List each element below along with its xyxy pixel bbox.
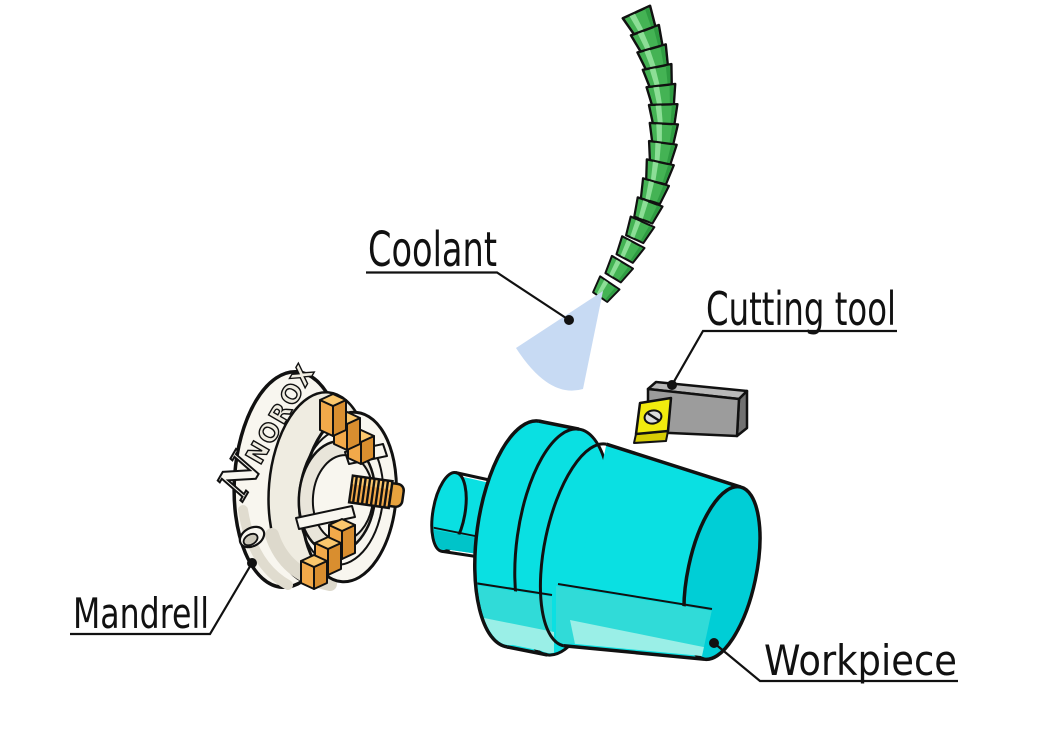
coolant-label: Coolant bbox=[368, 222, 497, 278]
mandrell-leader-line bbox=[70, 562, 253, 636]
chuck-jaw-bottom bbox=[300, 518, 356, 590]
coolant-leader-dot bbox=[564, 315, 574, 325]
thread-ribs bbox=[351, 476, 390, 508]
annotation-cutting-tool: Cutting tool bbox=[667, 282, 897, 390]
cutting-tool-leader-line bbox=[671, 329, 897, 386]
workpiece bbox=[428, 419, 762, 662]
coolant-hose bbox=[589, 4, 680, 305]
chuck-mandrell: N NOROX bbox=[206, 358, 405, 591]
workpiece-cylinder-reflection-line bbox=[557, 583, 713, 610]
thread-tip bbox=[387, 481, 405, 509]
coolant-spray-cone bbox=[516, 291, 603, 391]
jaw-cube bbox=[300, 554, 328, 590]
cutting-tool-label: Cutting tool bbox=[706, 282, 896, 336]
jaw-guide-slot-bottom bbox=[295, 505, 356, 530]
mandrell-label: Mandrell bbox=[73, 589, 209, 638]
workpiece-cylinder-pale-band bbox=[570, 620, 726, 656]
workpiece-label: Workpiece bbox=[764, 636, 957, 685]
annotations: Coolant Cutting tool Mandrell Workpiece bbox=[70, 222, 958, 685]
coolant-leader-line bbox=[366, 271, 570, 321]
chuck-thread-stud bbox=[347, 474, 405, 510]
workpiece-cylinder-base-arc bbox=[538, 442, 607, 648]
workpiece-cylinder bbox=[538, 442, 762, 662]
annotation-mandrell: Mandrell bbox=[70, 558, 257, 638]
annotation-workpiece: Workpiece bbox=[709, 636, 958, 685]
chuck-back-shading bbox=[238, 505, 293, 590]
workpiece-flange-reflection-line bbox=[467, 581, 553, 596]
chuck-screw-hole bbox=[238, 525, 266, 549]
cutting-tool bbox=[633, 380, 749, 444]
annotation-coolant: Coolant bbox=[366, 222, 574, 325]
insert-screw-slot bbox=[647, 412, 660, 422]
workpiece-leader-dot bbox=[709, 638, 719, 648]
mandrell-leader-dot bbox=[247, 558, 257, 568]
jaw-cube bbox=[319, 393, 347, 437]
cutting-tool-leader-dot bbox=[667, 380, 677, 390]
workpiece-leader-line bbox=[713, 642, 958, 683]
chuck-jaw-top bbox=[319, 393, 375, 465]
